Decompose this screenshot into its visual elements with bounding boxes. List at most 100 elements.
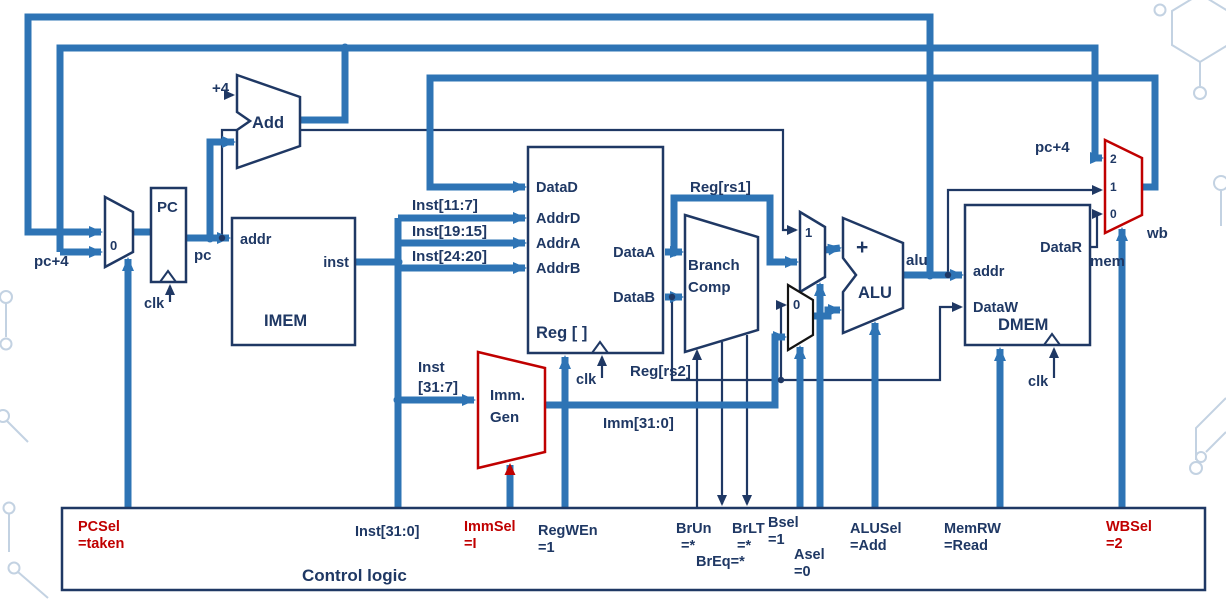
wire-imm-to-bsel-mux — [545, 331, 787, 409]
label-branchcomp-line1: Branch — [688, 257, 740, 274]
regfile-box — [526, 145, 665, 355]
label-asel-mux-1: 1 — [805, 225, 812, 240]
label-alusel: ALUSel — [850, 521, 902, 537]
decoration-node — [2, 501, 16, 515]
label-breq: BrEq=* — [696, 554, 745, 570]
label-immgen-line1: Imm. — [490, 387, 525, 404]
junction-rs2-bsel — [777, 376, 785, 384]
decoration-trace — [6, 420, 29, 443]
control-signal-labels: PCSel =taken Inst[31:0] ImmSel =I RegWEn… — [78, 515, 1152, 585]
label-asel-value: =0 — [794, 564, 811, 580]
wire-pcplus4-to-wbsel-mux — [56, 44, 1104, 252]
label-bsel-mux-0: 0 — [793, 297, 800, 312]
label-pc-box: PC — [157, 199, 178, 216]
label-brlt: BrLT — [732, 521, 765, 537]
label-reg-datad: DataD — [536, 180, 578, 196]
label-alu-name: ALU — [858, 284, 892, 302]
label-reg-addrb: AddrB — [536, 261, 580, 277]
bsel-mux — [786, 283, 815, 352]
imm-gen — [476, 350, 547, 470]
label-bsel-value: =1 — [768, 532, 785, 548]
junction-inst — [393, 257, 403, 267]
label-asel: Asel — [794, 547, 825, 563]
label-wbsel-mux-0: 0 — [1110, 207, 1117, 221]
label-inst-24-20: Inst[24:20] — [412, 248, 487, 265]
label-imm-wire: Imm[31:0] — [603, 415, 674, 432]
label-memrw: MemRW — [944, 521, 1001, 537]
label-clk-reg: clk — [576, 372, 597, 388]
junction-pcplus4 — [340, 43, 350, 53]
clk-wedge-dmem — [1043, 332, 1061, 346]
wire-rs2-to-dmem-dataw — [670, 297, 963, 382]
decoration-node — [0, 337, 13, 351]
label-clk-pc: clk — [144, 296, 165, 312]
label-inst-19-15: Inst[19:15] — [412, 223, 487, 240]
label-bsel: Bsel — [768, 515, 799, 531]
wire-asel-to-alu — [824, 243, 842, 256]
label-add: Add — [252, 114, 284, 132]
label-control-logic-title: Control logic — [302, 566, 407, 585]
junction-rs2 — [668, 293, 676, 301]
decoration-hexagon — [1171, 0, 1226, 64]
pc-adder — [235, 73, 302, 170]
decoration-node — [1189, 461, 1203, 475]
label-branchcomp-line2: Comp — [688, 279, 731, 296]
wire-mem-to-wbsel-mux — [1090, 209, 1103, 249]
junction-dots — [205, 43, 952, 405]
wire-pc-to-add — [206, 136, 236, 238]
label-reg-rs2: Reg[rs2] — [630, 363, 691, 380]
components — [60, 73, 1207, 592]
label-brun-value: =* — [681, 538, 695, 554]
label-alu-out: alu — [906, 252, 928, 269]
label-plus4: +4 — [212, 80, 230, 97]
decoration-trace — [1195, 397, 1226, 460]
control-logic-box — [60, 506, 1207, 592]
label-dmem-datar: DataR — [1040, 240, 1082, 256]
label-pcsel: PCSel — [78, 519, 120, 535]
decoration-trace — [1205, 431, 1226, 453]
label-imem-name: IMEM — [264, 312, 307, 330]
junction-pc — [205, 233, 215, 243]
label-pcsel-value: =taken — [78, 536, 124, 552]
decoration-node — [1213, 175, 1226, 191]
label-dmem-dataw: DataW — [973, 300, 1018, 316]
label-alu-plus: + — [856, 236, 868, 259]
junction-inst-imm — [393, 395, 403, 405]
wires-active — [24, 13, 1159, 508]
label-reg-addrd: AddrD — [536, 211, 580, 227]
wire-alu-to-pcsel-mux — [24, 13, 934, 275]
decoration-node — [0, 409, 10, 423]
label-reg-datab: DataB — [613, 290, 655, 306]
label-regwen: RegWEn — [538, 523, 598, 539]
decoration-trace — [17, 571, 49, 599]
wires-inactive — [165, 90, 1103, 508]
label-reg-dataa: DataA — [613, 245, 655, 261]
wire-alu-to-wbsel-mux — [946, 185, 1103, 275]
label-pcplus4-right: pc+4 — [1035, 139, 1070, 156]
label-brun: BrUn — [676, 521, 711, 537]
label-wbsel: WBSel — [1106, 519, 1152, 535]
imem-box — [230, 216, 357, 347]
wire-rs1-to-asel-mux — [670, 194, 799, 268]
label-immgen-line2: Gen — [490, 409, 519, 426]
label-pcplus4-left: pc+4 — [34, 253, 69, 270]
label-imem-addr: addr — [240, 232, 272, 248]
dmem-box — [963, 203, 1092, 347]
branch-comparator — [683, 213, 760, 354]
label-regwen-value: =1 — [538, 540, 555, 556]
clk-wedge-reg — [591, 340, 609, 354]
labels: +4 Add pc+4 0 PC clk pc addr inst IMEM I… — [34, 80, 1168, 432]
label-immsel: ImmSel — [464, 519, 516, 535]
label-reg-addra: AddrA — [536, 236, 581, 252]
label-alusel-value: =Add — [850, 538, 887, 554]
junction-alu — [925, 270, 935, 280]
wbsel-mux — [1103, 138, 1144, 235]
junction-alu-wb — [944, 271, 952, 279]
pc-register — [149, 186, 188, 284]
label-reg-rs1: Reg[rs1] — [690, 179, 751, 196]
label-inst-31-0: Inst[31:0] — [355, 524, 420, 540]
label-wbsel-value: =2 — [1106, 536, 1123, 552]
